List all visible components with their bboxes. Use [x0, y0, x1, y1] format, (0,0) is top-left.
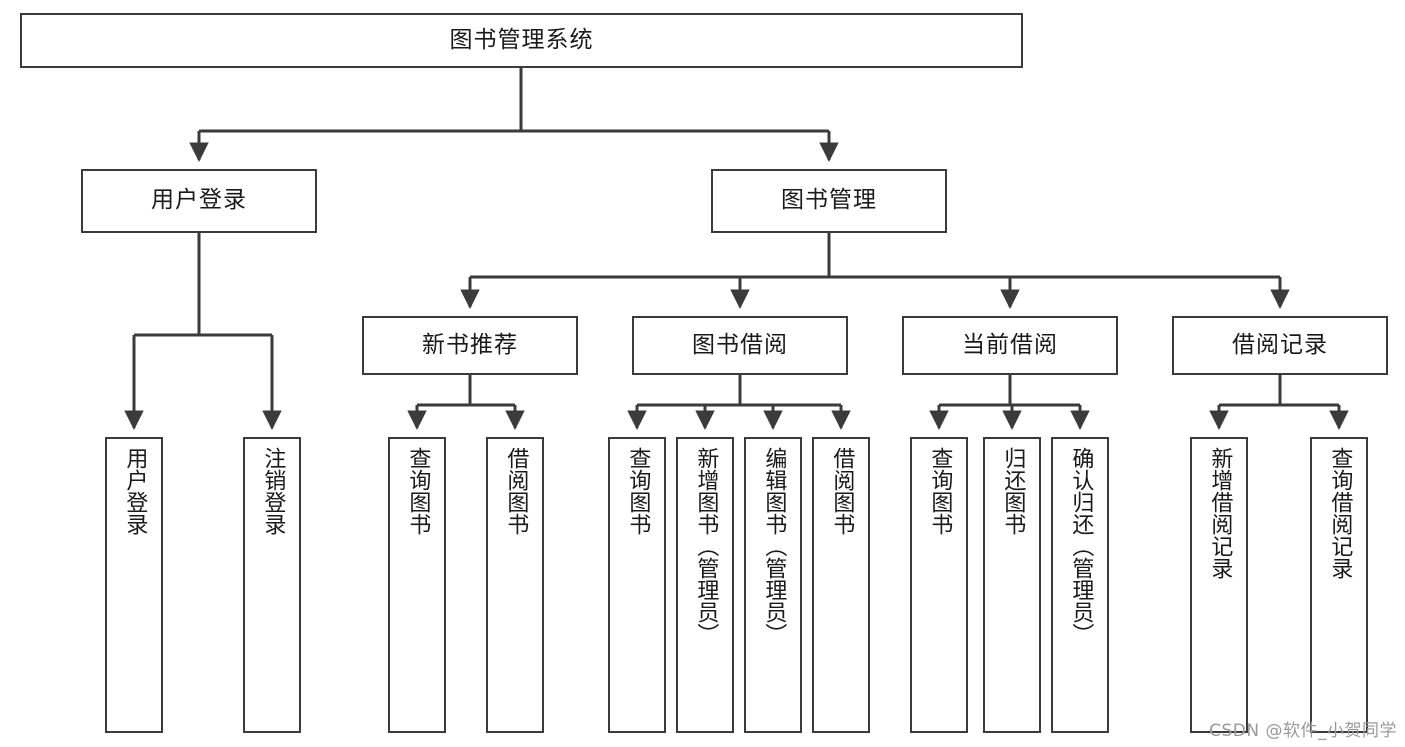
node-new-book-recommend-label: 新书推荐 — [422, 331, 518, 358]
leaf-user-logout-label: 注销登录 — [260, 447, 286, 535]
leaf-user-logout[interactable]: 注销登录 — [243, 437, 301, 733]
leaf-borrow-book-1[interactable]: 借阅图书 — [486, 437, 544, 733]
leaf-borrow-book-2-label: 借阅图书 — [829, 447, 855, 535]
node-book-manage-label: 图书管理 — [781, 187, 877, 214]
leaf-add-book[interactable]: 新增图书（管理员） — [676, 437, 734, 733]
node-book-borrow-label: 图书借阅 — [692, 331, 788, 358]
leaf-return-book-label: 归还图书 — [1000, 447, 1026, 535]
node-borrow-record-label: 借阅记录 — [1232, 331, 1328, 358]
node-current-borrow[interactable]: 当前借阅 — [902, 316, 1118, 375]
leaf-add-book-label: 新增图书（管理员） — [693, 447, 719, 645]
leaf-query-record[interactable]: 查询借阅记录 — [1310, 437, 1368, 733]
node-root[interactable]: 图书管理系统 — [20, 13, 1023, 68]
leaf-query-book-1[interactable]: 查询图书 — [388, 437, 446, 733]
leaf-confirm-return-label: 确认归还（管理员） — [1068, 447, 1094, 645]
node-borrow-record[interactable]: 借阅记录 — [1172, 316, 1388, 375]
leaf-borrow-book-2[interactable]: 借阅图书 — [812, 437, 870, 733]
node-user-login[interactable]: 用户登录 — [81, 169, 317, 233]
leaf-query-book-2-label: 查询图书 — [625, 447, 651, 535]
leaf-edit-book[interactable]: 编辑图书（管理员） — [744, 437, 802, 733]
node-root-label: 图书管理系统 — [449, 26, 594, 53]
leaf-add-record-label: 新增借阅记录 — [1207, 447, 1233, 579]
leaf-query-book-3[interactable]: 查询图书 — [910, 437, 968, 733]
leaf-borrow-book-1-label: 借阅图书 — [503, 447, 529, 535]
node-book-manage[interactable]: 图书管理 — [711, 169, 947, 233]
leaf-add-record[interactable]: 新增借阅记录 — [1190, 437, 1248, 733]
leaf-confirm-return[interactable]: 确认归还（管理员） — [1051, 437, 1109, 733]
leaf-return-book[interactable]: 归还图书 — [983, 437, 1041, 733]
leaf-user-login-label: 用户登录 — [122, 447, 148, 535]
leaf-query-book-3-label: 查询图书 — [927, 447, 953, 535]
leaf-query-book-1-label: 查询图书 — [405, 447, 431, 535]
leaf-query-book-2[interactable]: 查询图书 — [608, 437, 666, 733]
node-current-borrow-label: 当前借阅 — [962, 331, 1058, 358]
leaf-user-login[interactable]: 用户登录 — [105, 437, 163, 733]
leaf-query-record-label: 查询借阅记录 — [1327, 447, 1353, 579]
node-book-borrow[interactable]: 图书借阅 — [632, 316, 848, 375]
node-new-book-recommend[interactable]: 新书推荐 — [362, 316, 578, 375]
leaf-edit-book-label: 编辑图书（管理员） — [761, 447, 787, 645]
node-user-login-label: 用户登录 — [151, 187, 247, 214]
